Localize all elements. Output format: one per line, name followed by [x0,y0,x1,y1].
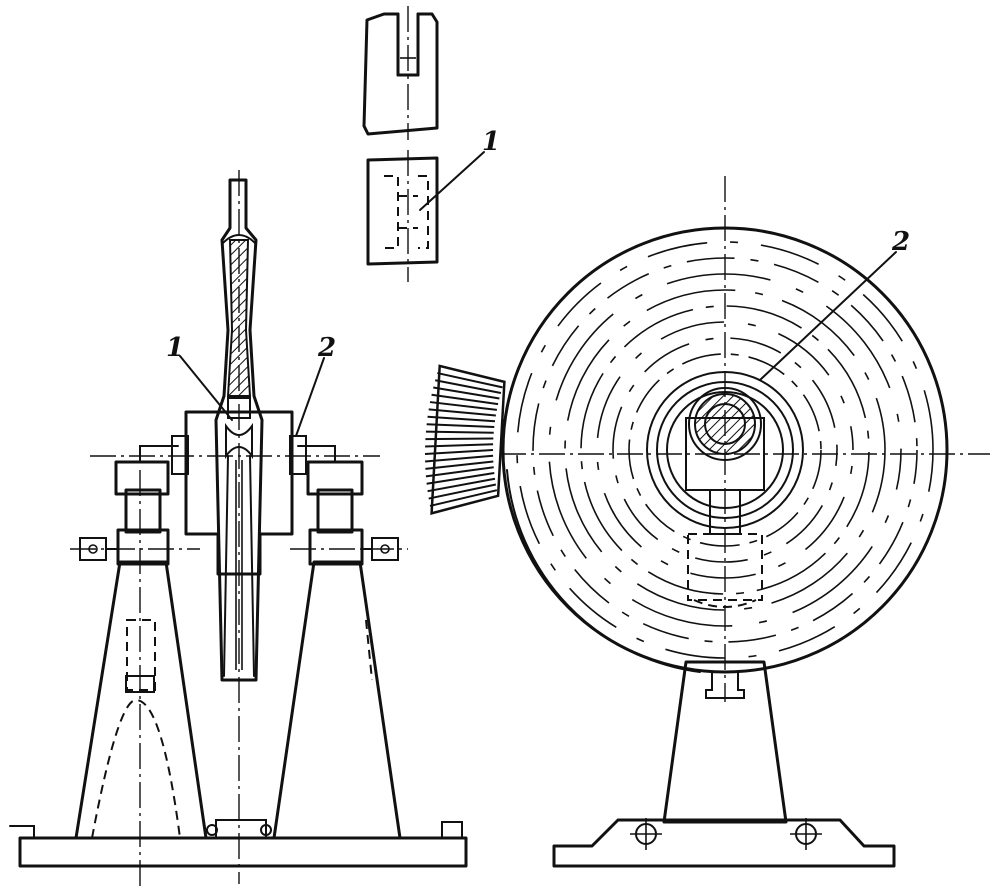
brush-bristle [429,401,498,411]
brush-outline [430,364,506,515]
disc-ring [612,337,838,563]
pedestal [662,660,788,824]
brush-bristle [431,393,499,406]
brush-bristle [424,449,494,455]
brush-bristle [437,372,503,389]
brush-bristle [428,408,496,417]
leader-line-2-front [759,251,897,381]
detail-section-upper [362,6,439,140]
brush-bristle [433,386,500,400]
brush-bristle [428,483,497,500]
leader-line-1-top [419,151,485,211]
label-2-front: 2 [891,227,910,257]
front-view: 2 [424,176,990,868]
brush-bristle [426,423,495,428]
hub-side [184,410,294,576]
side-view: 1 2 [9,170,468,888]
brush-bristle [425,454,494,463]
detail-section-lower: 1 [366,127,500,282]
leader-line-1-side [179,355,233,421]
brush-bristle [425,460,494,470]
brush-bristle [425,466,494,478]
right-stand [272,560,402,840]
label-2-side: 2 [317,333,336,363]
disc-section [214,178,264,682]
brush-bristle [427,477,496,493]
brush-bristle [435,379,502,394]
leader-line-2-side [295,357,325,437]
label-1-side: 1 [166,333,184,363]
brush-bristle [427,415,496,423]
label-1-top: 1 [482,127,500,157]
base-plate-side [18,836,468,868]
left-stand [74,560,208,840]
disc-ring [564,289,886,611]
wire-brush [424,364,506,515]
brush-bristle [429,489,498,507]
base-plate-front [552,818,896,868]
brush-bristle [426,472,495,485]
